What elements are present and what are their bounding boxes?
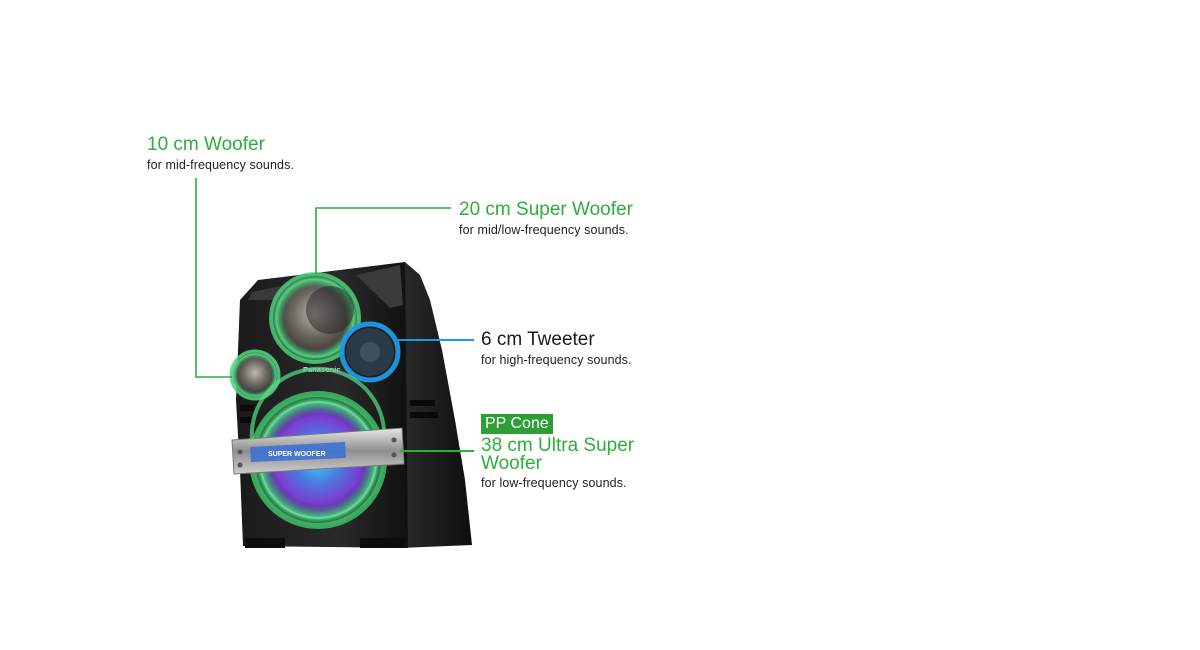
pp-cone-badge: PP Cone: [481, 414, 553, 434]
callout-ultra-super-woofer-38cm: PP Cone 38 cm Ultra Super Woofer for low…: [481, 414, 634, 490]
callout-tweeter-6cm: 6 cm Tweeter for high-frequency sounds.: [481, 329, 632, 368]
callout-woofer-10cm: 10 cm Woofer for mid-frequency sounds.: [147, 134, 295, 173]
woofer10-title: 10 cm Woofer: [147, 134, 265, 155]
ultra38-title-line1: 38 cm Ultra Super: [481, 435, 635, 456]
bar-label: SUPER WOOFER: [268, 451, 326, 458]
tweeter-6cm: [339, 321, 401, 383]
ultra38-subtitle: for low-frequency sounds.: [481, 476, 627, 490]
tweeter-subtitle: for high-frequency sounds.: [481, 353, 632, 367]
super20-subtitle: for mid/low-frequency sounds.: [459, 223, 629, 237]
callout-super-woofer-20cm: 20 cm Super Woofer for mid/low-frequency…: [459, 199, 633, 238]
super-woofer-bar: SUPER WOOFER: [231, 366, 405, 475]
ultra38-title-line2: Woofer: [481, 453, 542, 474]
woofer-10cm: [229, 349, 281, 401]
super20-title: 20 cm Super Woofer: [459, 199, 633, 220]
leader-line-woofer10: [195, 178, 232, 378]
woofer10-subtitle: for mid-frequency sounds.: [147, 158, 295, 172]
tweeter-title: 6 cm Tweeter: [481, 329, 595, 350]
leader-line-super20: [315, 207, 451, 274]
